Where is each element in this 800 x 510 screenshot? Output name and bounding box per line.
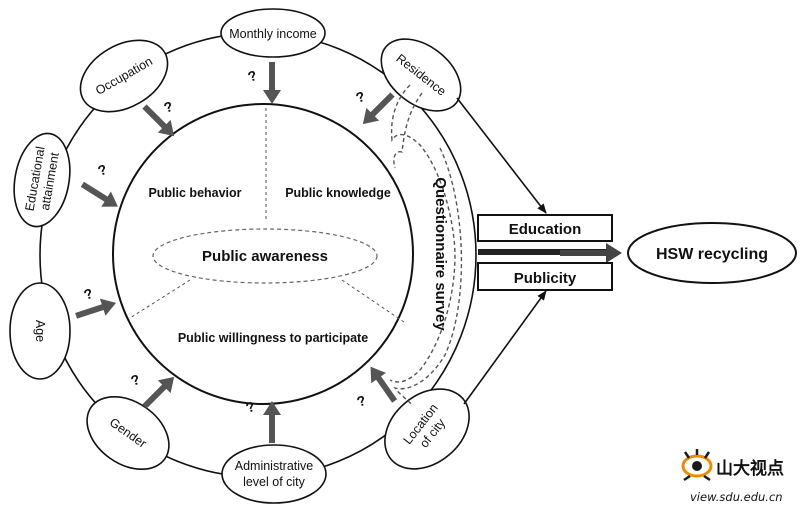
- arrow-to-hsw-recycling: [560, 243, 622, 263]
- watermark: 山大视点 view.sdu.edu.cn: [681, 449, 784, 504]
- arrow-monthly-income: [263, 62, 281, 104]
- factor-monthly-income: Monthly income: [220, 8, 326, 58]
- questionnaire-survey-channel: [389, 84, 463, 406]
- watermark-brand: 山大视点: [716, 458, 784, 479]
- factor-occupation: Occupation: [79, 39, 169, 113]
- divider-right: [341, 279, 405, 323]
- factor-age: Age: [9, 282, 71, 380]
- monthly-income-label: Monthly income: [229, 27, 317, 41]
- factor-location-of-city: Location of city: [384, 388, 470, 470]
- hsw-recycling-node: HSW recycling: [627, 222, 797, 284]
- public-behavior-label: Public behavior: [148, 186, 241, 200]
- factor-gender: Gender: [86, 395, 170, 471]
- arrow-educational-attainment: [80, 181, 118, 207]
- qmark-gender: ?: [129, 371, 143, 389]
- qmark-age: ?: [82, 285, 96, 303]
- public-awareness-label: Public awareness: [202, 248, 328, 265]
- connector-bar: [478, 249, 612, 255]
- education-box: Education: [477, 214, 613, 242]
- administrative-level-line1: Administrative: [235, 459, 314, 473]
- influence-arrows: [75, 62, 398, 443]
- publicity-label: Publicity: [514, 270, 577, 287]
- qmark-monthly-income: ?: [246, 67, 260, 85]
- public-willingness-label: Public willingness to participate: [178, 331, 368, 345]
- arrow-age: [75, 298, 117, 319]
- watermark-url: view.sdu.edu.cn: [690, 490, 783, 504]
- arrow-residence: [362, 92, 395, 125]
- arrow-administrative-level: [263, 401, 281, 443]
- watermark-logo-icon: [681, 449, 713, 482]
- arrow-occupation: [142, 104, 175, 137]
- factor-residence: Residence: [380, 38, 462, 112]
- age-label: Age: [33, 320, 47, 342]
- qmark-educational-attainment: ?: [96, 161, 110, 179]
- factor-educational-attainment: Educational attainment: [13, 132, 71, 228]
- qmark-occupation: ?: [162, 98, 176, 116]
- hsw-recycling-label: HSW recycling: [656, 246, 768, 263]
- public-awareness-ellipse: [152, 228, 378, 284]
- arrow-gender: [142, 376, 175, 409]
- arrow-location-of-city: [370, 366, 398, 403]
- publicity-box: Publicity: [477, 262, 613, 291]
- factor-administrative-level: Administrative level of city: [221, 444, 327, 504]
- arrow-location-to-publicity: [463, 290, 547, 405]
- public-knowledge-label: Public knowledge: [285, 186, 391, 200]
- education-label: Education: [509, 221, 582, 238]
- qmark-residence: ?: [354, 88, 368, 106]
- questionnaire-survey-label: Questionnaire survey: [432, 177, 449, 331]
- administrative-level-line2: level of city: [243, 475, 306, 489]
- arrow-residence-to-education: [456, 97, 547, 214]
- qmark-location-of-city: ?: [355, 392, 369, 410]
